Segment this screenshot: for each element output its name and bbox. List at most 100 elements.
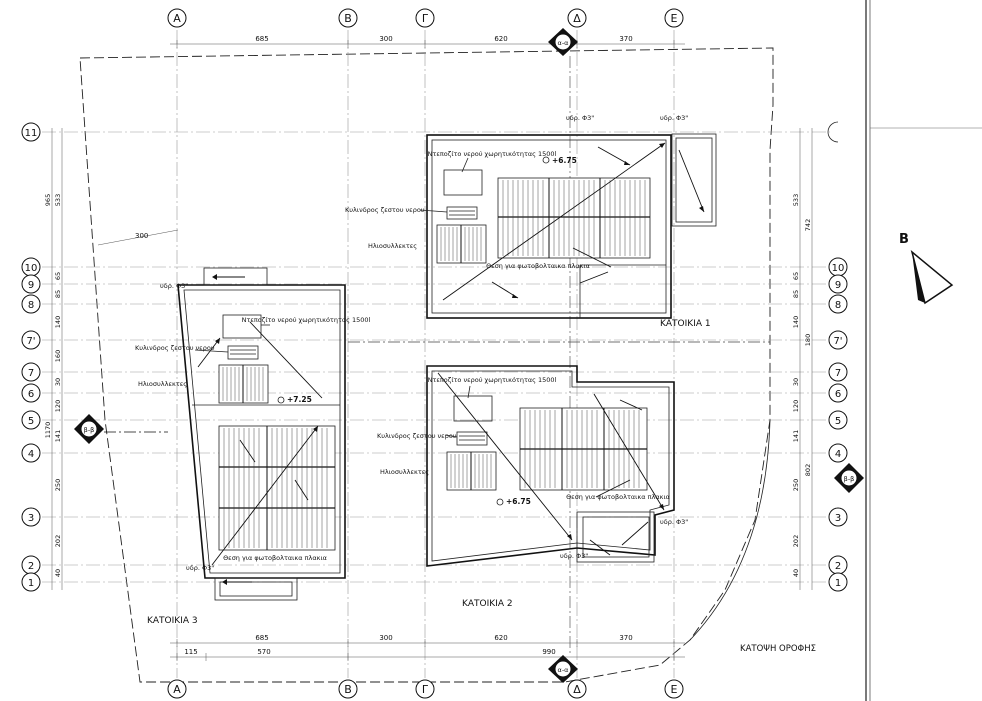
svg-text:533: 533 xyxy=(792,194,800,206)
house-2-drain-2: υδρ. Φ3" xyxy=(560,552,588,560)
svg-text:Γ: Γ xyxy=(422,683,429,696)
svg-text:9: 9 xyxy=(28,280,34,291)
section-mark-bb-left: β-β xyxy=(74,414,168,444)
house-1-solar-collectors xyxy=(436,224,487,264)
svg-text:10: 10 xyxy=(832,263,845,274)
svg-text:Ε: Ε xyxy=(671,12,678,25)
house-2-solar-collectors xyxy=(446,451,497,491)
svg-text:7: 7 xyxy=(28,368,34,379)
svg-text:+7.25: +7.25 xyxy=(287,395,312,404)
svg-text:Δ: Δ xyxy=(573,683,581,696)
house-3: Ντεποζίτο νερού χωρητικότητας 1500l Κυλι… xyxy=(135,267,371,626)
house-1-slope-arrows xyxy=(442,142,705,301)
svg-text:141: 141 xyxy=(54,430,62,442)
svg-text:300: 300 xyxy=(135,232,148,240)
house-1-pv-array xyxy=(497,177,651,259)
svg-text:120: 120 xyxy=(54,400,62,412)
setback-dimension: 300 xyxy=(97,229,179,246)
house-2-slope-arrows xyxy=(437,372,665,556)
house-1-drain-1: υδρ. Φ3" xyxy=(566,114,594,122)
site-arc xyxy=(689,419,771,641)
section-mark-bb-right: β-β xyxy=(834,463,864,493)
house-3-drain-2: υδρ. Φ3" xyxy=(186,564,214,572)
svg-text:140: 140 xyxy=(54,316,62,328)
house-2: Ντεποζίτο νερού χωρητικότητας 1500l Κυλι… xyxy=(377,365,688,609)
house-3-collectors-label: Ηλιοσυλλεκτες xyxy=(138,380,187,388)
horizontal-grid-lines xyxy=(42,131,830,583)
house-3-level-mark: +7.25 xyxy=(277,395,312,404)
house-1-collectors-label: Ηλιοσυλλεκτες xyxy=(368,242,417,250)
grid-row-labels-left: 11 10 9 8 7' 7 6 5 4 3 2 1 xyxy=(21,122,41,592)
svg-text:4: 4 xyxy=(28,449,34,460)
svg-text:5: 5 xyxy=(28,416,34,427)
svg-text:8: 8 xyxy=(835,300,841,311)
svg-text:α-α: α-α xyxy=(558,39,569,47)
svg-text:85: 85 xyxy=(792,290,800,298)
house-3-label: ΚΑΤΟΙΚΙΑ 3 xyxy=(147,616,198,626)
house-2-label: ΚΑΤΟΙΚΙΑ 2 xyxy=(462,599,513,609)
house-2-pv-label: Θεση για φωτοβολταικα πλακια xyxy=(566,493,670,501)
svg-text:120: 120 xyxy=(792,400,800,412)
house-3-drain-1: υδρ. Φ3" xyxy=(160,282,188,290)
svg-text:685: 685 xyxy=(255,634,268,642)
house-3-pv-array xyxy=(218,425,336,551)
grid-column-labels-bottom: Α Β Γ Δ Ε xyxy=(167,679,684,699)
house-3-solar-collectors xyxy=(218,364,269,404)
svg-text:4: 4 xyxy=(835,449,841,460)
svg-text:30: 30 xyxy=(792,378,800,386)
svg-text:533: 533 xyxy=(54,194,62,206)
section-mark-aa-bottom: α-α xyxy=(548,655,578,683)
svg-text:6: 6 xyxy=(835,389,841,400)
house-1: Ντεποζίτο νερού χωρητικότητας 1500l Κυλι… xyxy=(345,114,717,329)
svg-text:7': 7' xyxy=(833,336,842,347)
house-1-water-tank xyxy=(443,169,483,196)
svg-text:+6.75: +6.75 xyxy=(506,497,531,506)
svg-text:370: 370 xyxy=(619,634,632,642)
svg-text:370: 370 xyxy=(619,35,632,43)
house-1-hot-water-cylinder xyxy=(446,206,478,220)
svg-text:40: 40 xyxy=(54,569,62,577)
svg-text:250: 250 xyxy=(54,479,62,491)
grid-row-labels-right: 10 9 8 7' 7 6 5 4 3 2 1 xyxy=(827,121,848,592)
dimension-right: 533 742 65 85 140 180 30 120 141 802 250… xyxy=(792,128,813,590)
house-2-hot-water-cylinder xyxy=(456,431,488,446)
vertical-grid-lines xyxy=(176,30,675,678)
section-mark-aa-top: α-α xyxy=(548,28,578,56)
svg-text:5: 5 xyxy=(835,416,841,427)
dimension-left: 533 965 65 85 140 160 30 120 141 1170 25… xyxy=(44,128,63,590)
north-arrow-icon: Β xyxy=(899,232,954,305)
house-1-cylinder-label: Κυλινδρος ζεστου νερου xyxy=(345,206,425,214)
svg-text:141: 141 xyxy=(792,430,800,442)
svg-text:802: 802 xyxy=(804,464,812,476)
svg-text:965: 965 xyxy=(44,194,52,206)
svg-text:Β: Β xyxy=(344,683,352,696)
svg-text:11: 11 xyxy=(25,128,38,139)
svg-text:160: 160 xyxy=(54,350,62,362)
house-3-tank-label: Ντεποζίτο νερού χωρητικότητας 1500l xyxy=(242,316,371,324)
grid-column-labels-top: Α Β Γ Δ Ε xyxy=(167,8,684,28)
svg-text:8: 8 xyxy=(28,300,34,311)
house-2-level-mark: +6.75 xyxy=(496,497,531,506)
svg-text:Α: Α xyxy=(173,683,181,696)
svg-text:Ε: Ε xyxy=(671,683,678,696)
svg-text:α-α: α-α xyxy=(558,666,569,674)
house-1-tank-label: Ντεποζίτο νερού χωρητικότητας 1500l xyxy=(428,150,557,158)
house-2-drain-1: υδρ. Φ3" xyxy=(660,518,688,526)
svg-text:Δ: Δ xyxy=(573,12,581,25)
svg-text:6: 6 xyxy=(28,389,34,400)
svg-text:685: 685 xyxy=(255,35,268,43)
svg-text:202: 202 xyxy=(54,535,62,547)
svg-text:1170: 1170 xyxy=(44,422,52,439)
svg-text:2: 2 xyxy=(835,561,841,572)
svg-text:990: 990 xyxy=(542,648,555,656)
svg-text:570: 570 xyxy=(257,648,270,656)
svg-text:Β: Β xyxy=(344,12,352,25)
svg-text:742: 742 xyxy=(804,219,812,231)
house-2-collectors-label: Ηλιοσυλλεκτες xyxy=(380,468,429,476)
svg-text:85: 85 xyxy=(54,290,62,298)
house-3-pv-label: Θεση για φωτοβολταικα πλακια xyxy=(223,554,327,562)
svg-text:30: 30 xyxy=(54,378,62,386)
svg-text:620: 620 xyxy=(494,634,507,642)
house-1-pv-label: Θεση για φωτοβολταικα πλακια xyxy=(486,262,590,270)
